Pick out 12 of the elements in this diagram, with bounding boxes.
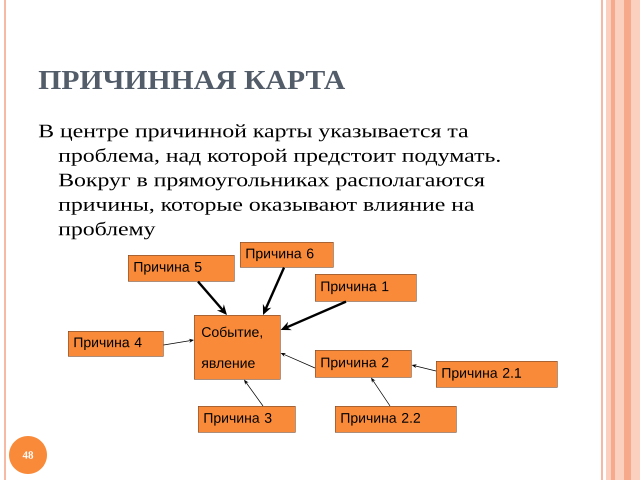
body-text: В центре причинной карты указывается та проблема, над которой предстоит подумать. Вокруг в прямоугольниках располагаются причины, которые оказывают влияние на проблему bbox=[38, 124, 500, 240]
cause-box: Событие, явление bbox=[194, 315, 281, 380]
cause-box: Причина 2.1 bbox=[436, 361, 558, 388]
cause-box: Причина 1 bbox=[315, 274, 417, 302]
cause-box: Причина 6 bbox=[240, 242, 334, 268]
cause-box: Причина 5 bbox=[128, 255, 235, 282]
cause-box: Причина 3 bbox=[198, 406, 296, 433]
slide-title: ПРИЧИННАЯ КАРТА bbox=[38, 70, 346, 89]
cause-box: Причина 2.2 bbox=[335, 406, 457, 433]
cause-box: Причина 2 bbox=[315, 350, 412, 378]
page-number: 48 bbox=[9, 436, 47, 474]
cause-box: Причина 4 bbox=[68, 331, 164, 357]
